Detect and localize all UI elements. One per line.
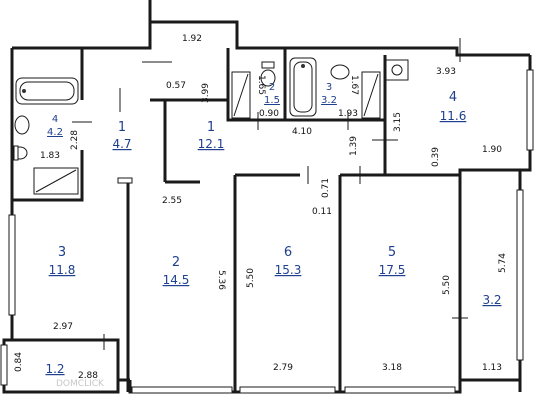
sink-corner-bowl xyxy=(391,64,403,76)
dimension-label: 5.50 xyxy=(442,275,452,295)
dimension-label: 1.67 xyxy=(349,75,359,95)
room-area: 1.5 xyxy=(264,95,280,106)
dimension-label: 5.74 xyxy=(498,253,508,273)
fixtures xyxy=(12,57,409,195)
dimension-label: 1.93 xyxy=(338,109,358,119)
loggia-area: 1.2 xyxy=(45,362,64,376)
room-area: 4.7 xyxy=(112,137,131,151)
bathtub-mid-inner xyxy=(293,61,313,113)
room-number: 4 xyxy=(449,90,457,105)
room-number: 5 xyxy=(388,245,396,260)
dimension-label: 2.88 xyxy=(78,371,98,381)
dimension-label: 0.71 xyxy=(321,178,331,198)
washer-left-diag xyxy=(35,169,77,193)
room-area: 11.8 xyxy=(49,263,76,277)
room-number: 6 xyxy=(284,245,292,260)
dimension-label: 1.13 xyxy=(482,363,502,373)
sink-mid xyxy=(330,64,350,80)
tub-drain-mid xyxy=(301,64,305,68)
dimension-labels: 1.92 0.57 3.99 1.65 0.90 1.67 1.93 4.10 … xyxy=(14,34,508,381)
wall-wc-bottom xyxy=(226,48,387,122)
room-number: 4 xyxy=(52,114,58,125)
dimension-label: 0.11 xyxy=(312,207,332,217)
room-area: 17.5 xyxy=(379,263,406,277)
window-bottom-r2 xyxy=(131,386,233,394)
dimension-label: 2.97 xyxy=(53,322,73,332)
dimension-label: 2.79 xyxy=(273,363,293,373)
room-number: 1 xyxy=(207,120,215,135)
dimension-label: 3.93 xyxy=(436,67,456,77)
room-area: 12.1 xyxy=(198,137,225,151)
dimension-label: 0.84 xyxy=(14,352,24,372)
column xyxy=(117,177,133,184)
dimension-label: 3.15 xyxy=(393,112,403,132)
room-number: 3 xyxy=(58,245,66,260)
window-bottom-r6 xyxy=(239,386,336,394)
window-right-loggia xyxy=(516,189,524,361)
room-number: 1 xyxy=(118,120,126,135)
room-area: 11.6 xyxy=(440,109,467,123)
window-left-r3 xyxy=(8,214,16,316)
wall-bath4-bottom xyxy=(12,150,84,202)
sink-left xyxy=(14,115,30,135)
counter-wc-diag xyxy=(233,73,249,117)
dimension-label: 1.90 xyxy=(482,145,502,155)
dimension-label: 4.10 xyxy=(292,127,312,137)
room-area: 4.2 xyxy=(47,127,63,138)
window-left-loggia xyxy=(0,344,8,386)
toilet-wc xyxy=(260,69,276,87)
dimension-label: 0.57 xyxy=(166,81,186,91)
dimension-label: 1.39 xyxy=(349,136,359,156)
room-number: 2 xyxy=(172,255,180,270)
wall-bottom xyxy=(128,378,520,394)
loggia-area: 3.2 xyxy=(482,293,501,307)
dimension-label: 0.39 xyxy=(431,147,441,167)
bathtub-left-inner xyxy=(19,81,75,101)
watermark: DOMCLICK xyxy=(56,379,105,389)
wall-loggia-left-top xyxy=(4,338,120,380)
toilet-wc-tank xyxy=(261,61,275,69)
room-number: 3 xyxy=(326,82,332,93)
dimension-label: 5.50 xyxy=(246,268,256,288)
toilet-left-tank xyxy=(13,145,19,161)
window-bottom-r5 xyxy=(344,386,456,394)
dimension-label: 5.36 xyxy=(216,270,226,290)
wall-r4-left xyxy=(383,120,530,177)
dimension-label: 1.65 xyxy=(256,75,266,95)
dimension-label: 2.28 xyxy=(70,130,80,150)
wall-top-left-stub xyxy=(148,0,530,57)
tub-drain-left xyxy=(22,89,26,93)
dimension-label: 3.18 xyxy=(382,363,402,373)
counter-bath3-diag xyxy=(363,73,379,117)
door-marks xyxy=(72,61,398,184)
room-area: 14.5 xyxy=(163,273,190,287)
room-number: 2 xyxy=(269,82,275,93)
room-labels: 3 11.8 2 14.5 6 15.3 5 17.5 4 11.6 1 12.… xyxy=(45,82,501,376)
interior-walls xyxy=(4,48,530,392)
dimension-label: 0.90 xyxy=(259,109,279,119)
room-area: 15.3 xyxy=(275,263,302,277)
dimension-label: 3.99 xyxy=(201,83,211,103)
dimension-label: 1.92 xyxy=(182,34,202,44)
windows xyxy=(0,38,534,394)
room-area: 3.2 xyxy=(321,95,337,106)
dimension-label: 2.55 xyxy=(162,196,182,206)
dimension-label: 1.83 xyxy=(40,151,60,161)
window-right-r4 xyxy=(526,69,534,151)
wall-entry-top xyxy=(12,22,152,50)
